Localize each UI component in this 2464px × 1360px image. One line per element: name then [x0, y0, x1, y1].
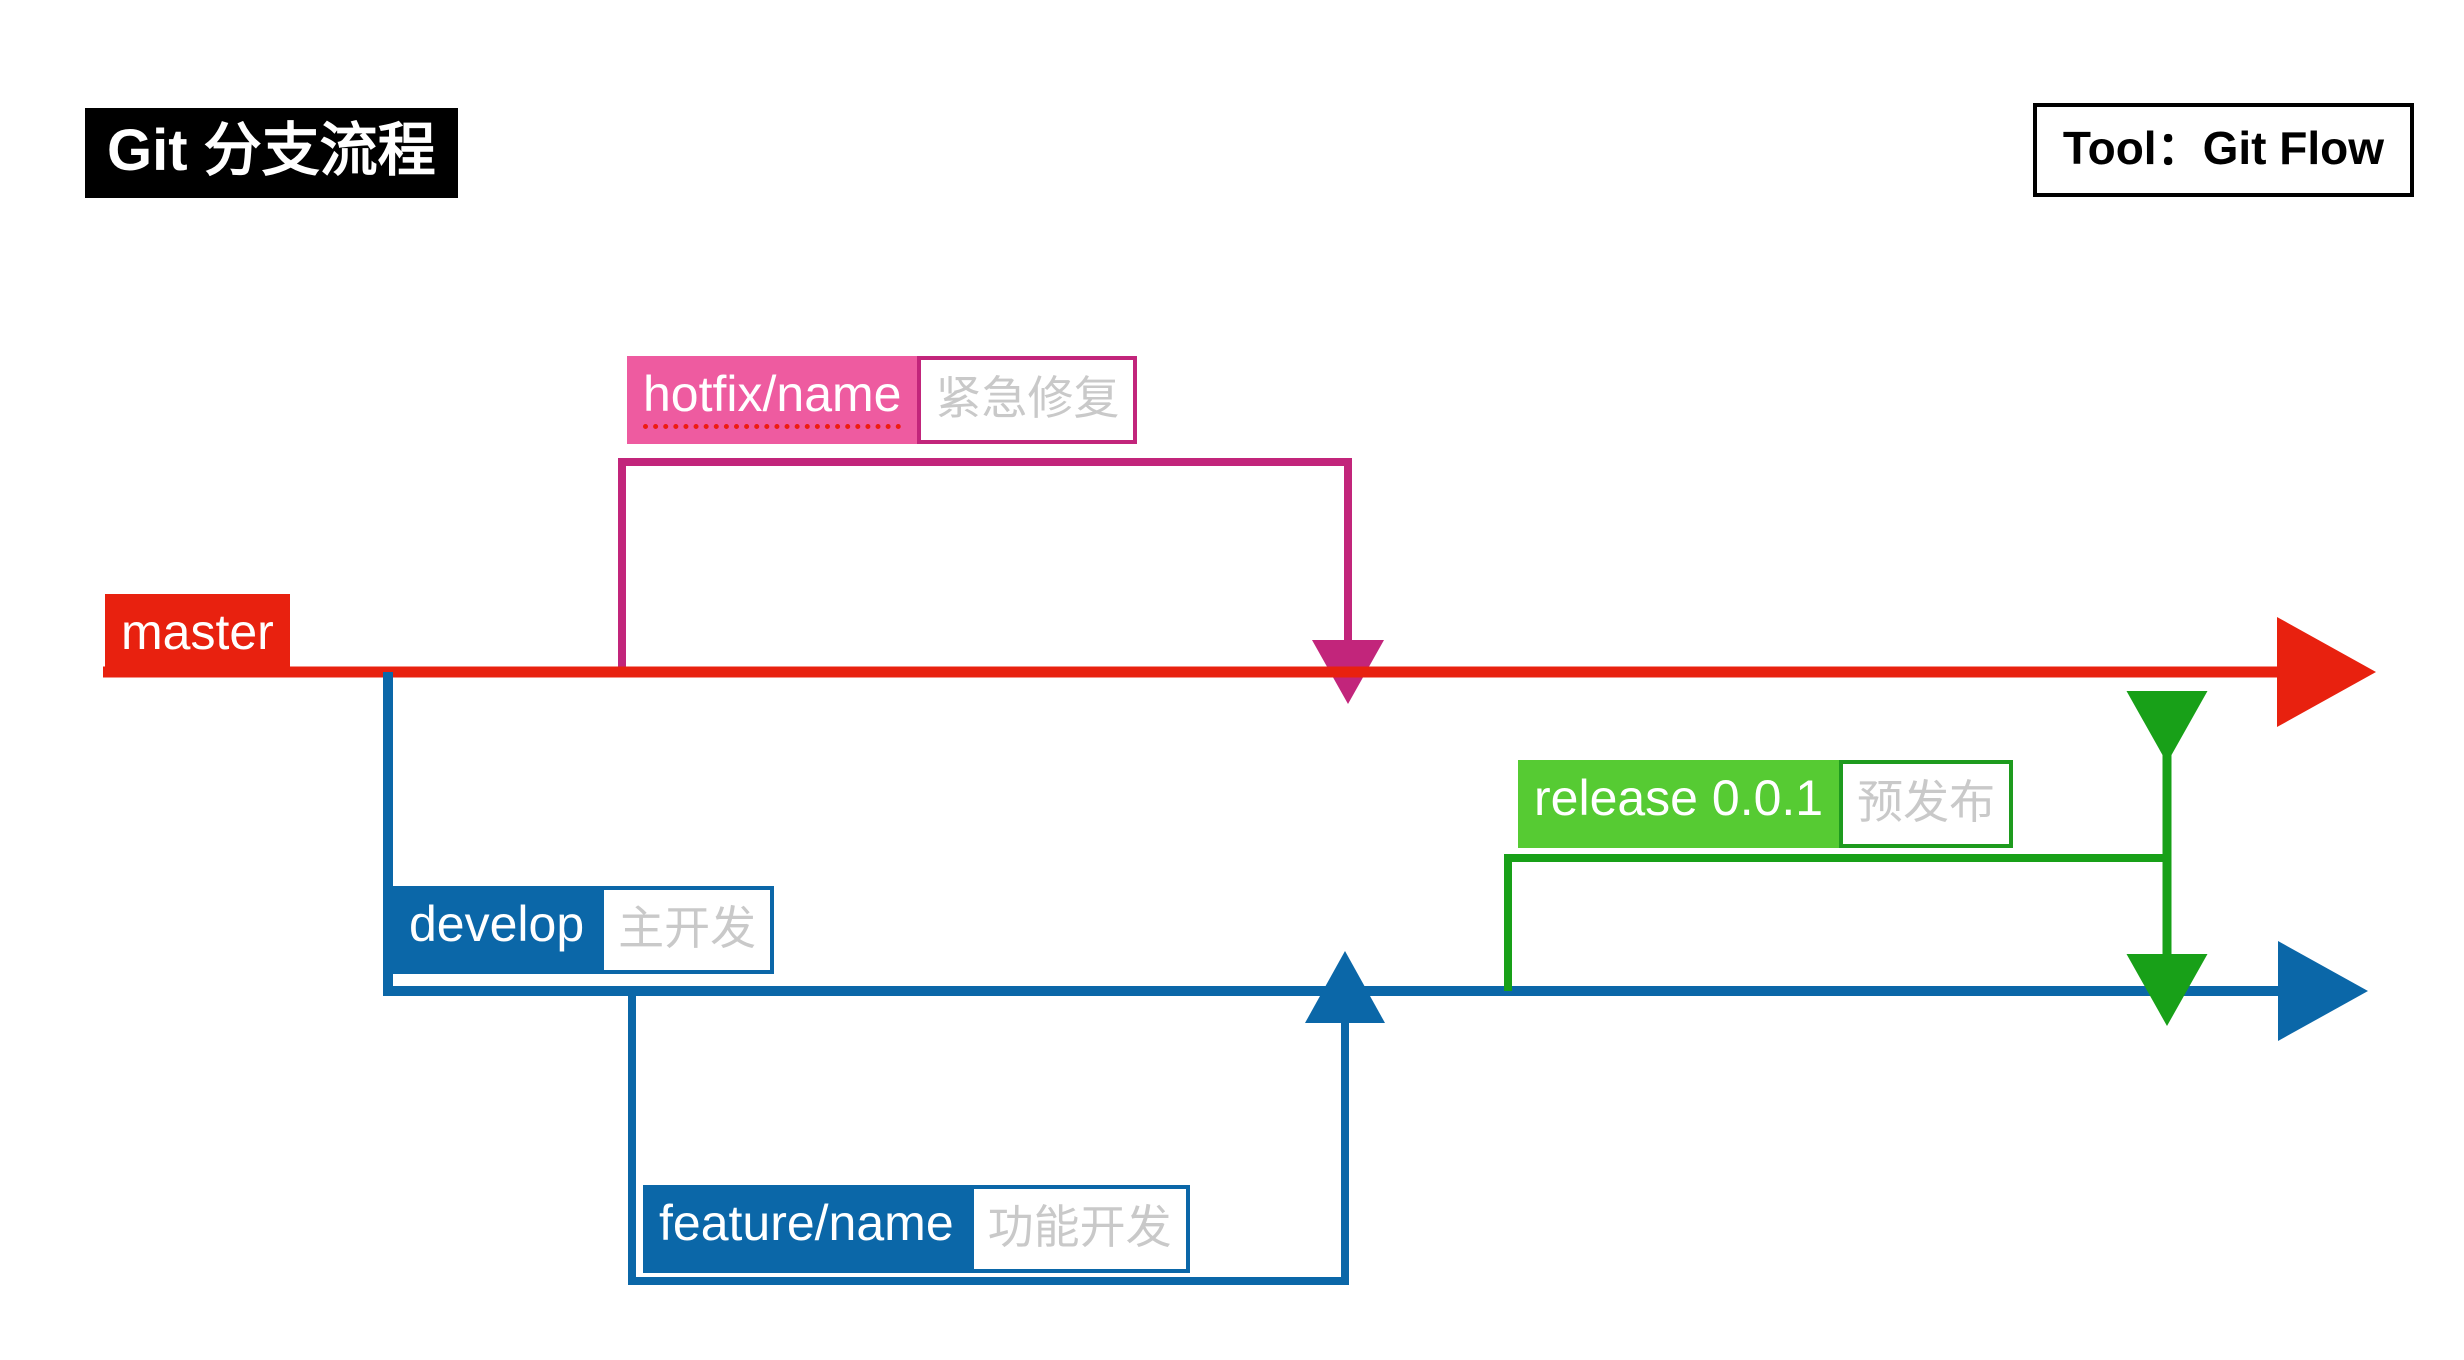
branch-note-feature: 功能开发 [969, 1185, 1190, 1273]
branch-name-hotfix: hotfix/name [627, 356, 918, 444]
branch-note-hotfix: 紧急修复 [917, 356, 1138, 444]
branch-name-master: master [105, 594, 290, 674]
hotfix-branch-path [618, 458, 1384, 704]
branch-name-feature: feature/name [643, 1185, 970, 1273]
branch-label-hotfix: hotfix/name 紧急修复 [627, 356, 1138, 444]
branch-note-develop: 主开发 [600, 886, 775, 974]
branch-name-release: release 0.0.1 [1518, 760, 1840, 848]
page-title: Git 分支流程 [85, 108, 458, 198]
develop-line [383, 672, 2368, 1041]
branch-note-release: 预发布 [1839, 760, 2014, 848]
branch-name-hotfix-text: hotfix/name [643, 366, 902, 429]
branch-label-master: master [105, 594, 290, 674]
branch-label-release: release 0.0.1 预发布 [1518, 760, 2014, 848]
release-branch-path [1504, 854, 2167, 991]
branch-label-feature: feature/name 功能开发 [643, 1185, 1190, 1273]
branch-label-develop: develop 主开发 [393, 886, 775, 974]
branch-name-develop: develop [393, 886, 601, 974]
tool-badge: Tool：Git Flow [2032, 103, 2414, 197]
feature-branch-path [628, 951, 1385, 1285]
